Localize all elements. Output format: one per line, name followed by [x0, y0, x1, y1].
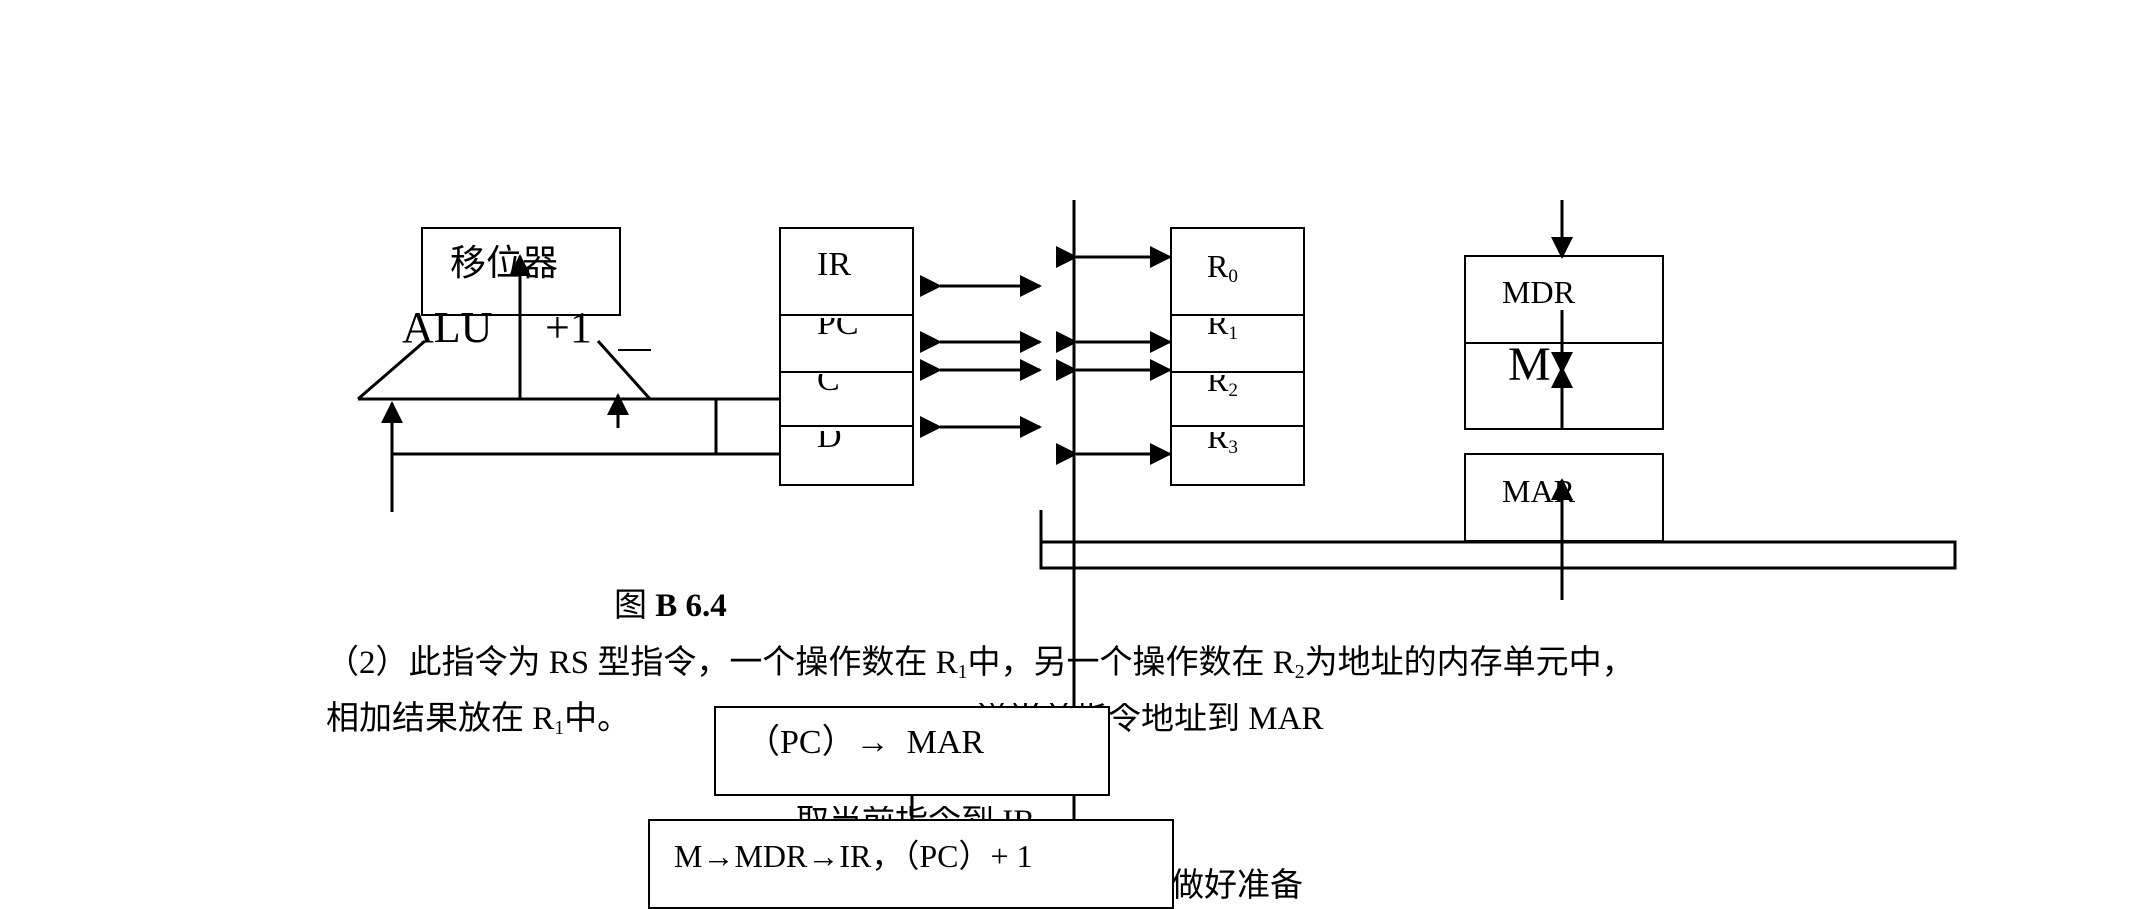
r1-label: R1 — [1207, 305, 1238, 344]
pc-label: PC — [817, 305, 859, 342]
mar-label: MAR — [1502, 473, 1575, 509]
ir-register-stack — [779, 227, 914, 486]
c-label: C — [817, 361, 840, 398]
alu-label: ALU — [402, 303, 493, 352]
fetch-instruction-text: 取当前指令到 IR — [796, 806, 1035, 822]
ir-label: IR — [817, 246, 851, 283]
flow-box-fetch — [648, 819, 1174, 909]
paragraph-line-2: 相加结果放在 R1中。 — [326, 701, 631, 739]
r0-label: R0 — [1207, 248, 1238, 287]
shifter-box — [421, 227, 621, 316]
alu-shape — [357, 339, 780, 401]
shifter-label: 移位器 — [450, 243, 559, 283]
prepare-text: 做好准备 — [1171, 868, 1303, 904]
figure-caption: 图 B 6.4 — [614, 588, 727, 624]
paragraph-line-1: （2）此指令为 RS 型指令，一个操作数在 R1中，另一个操作数在 R2为地址的… — [326, 645, 1635, 683]
mar-box — [1464, 453, 1664, 542]
memory-label: M — [1508, 338, 1551, 391]
mdr-label: MDR — [1502, 274, 1575, 310]
r2-label: R2 — [1207, 362, 1238, 401]
d-label: D — [817, 418, 842, 455]
plus-one-label: +1 — [545, 303, 592, 352]
flow-box-pc-to-mar-text: （PC）→ MAR — [746, 724, 985, 761]
flow-box-pc-to-mar — [714, 706, 1110, 796]
general-register-stack — [1170, 227, 1305, 486]
memory-bus — [1039, 540, 1957, 570]
r3-label: R3 — [1207, 419, 1238, 458]
flow-box-fetch-text: M→MDR→IR，（PC）+ 1 — [674, 838, 1033, 874]
